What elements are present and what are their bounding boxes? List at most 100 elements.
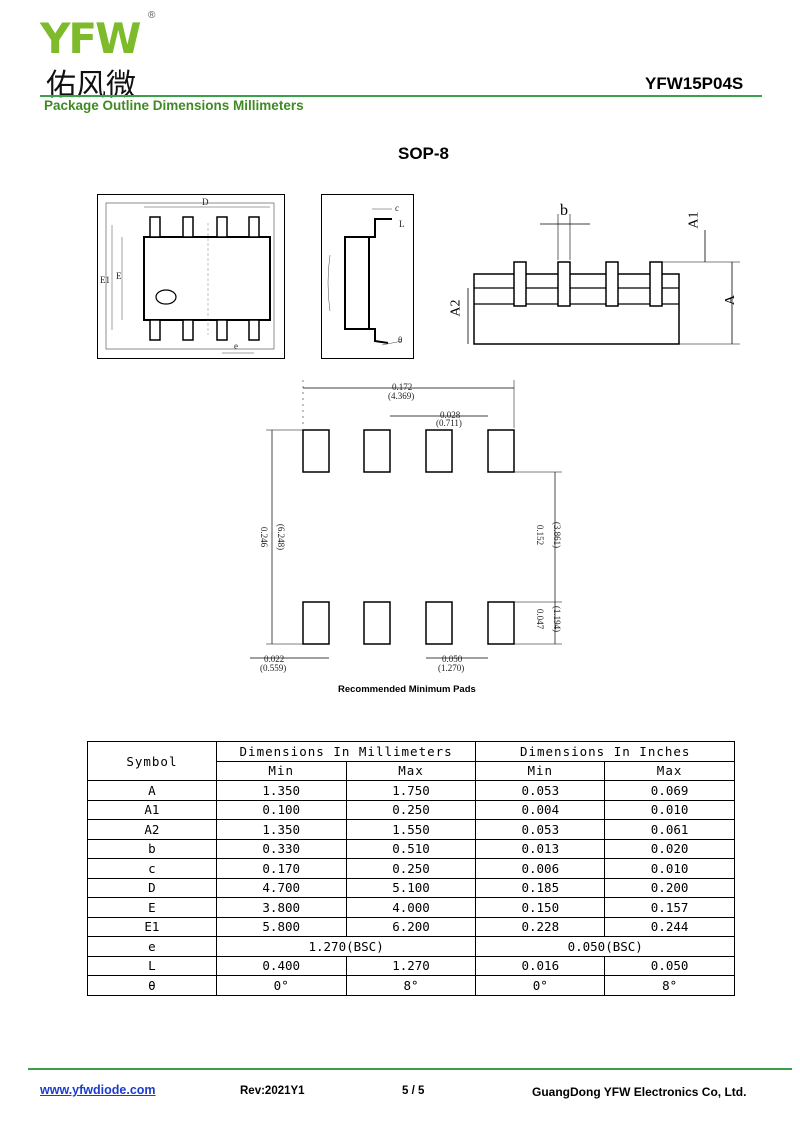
pad-edge-in: 0.022 xyxy=(264,654,285,664)
cell-mm-max: 0.510 xyxy=(345,838,477,859)
in-min-header: Min xyxy=(475,760,606,781)
pad-height-mm: (6.248) xyxy=(276,523,287,551)
dim-label-e: e xyxy=(234,341,238,351)
header-divider xyxy=(40,95,762,97)
cell-in-min: 0.053 xyxy=(475,780,606,801)
logo-text: YFW xyxy=(40,14,141,63)
cell-in-min: 0.150 xyxy=(475,897,606,918)
cell-in-min: 0.006 xyxy=(475,858,606,879)
pads-svg xyxy=(250,380,562,659)
top-view-svg xyxy=(105,202,275,354)
cell-mm-min: 0.170 xyxy=(215,858,347,879)
pad-length-in: 0.047 xyxy=(535,608,546,630)
side-view-svg xyxy=(327,208,403,346)
cell-in-max: 0.157 xyxy=(604,897,735,918)
revision: Rev:2021Y1 xyxy=(240,1085,305,1097)
table-header-row: Symbol Dimensions In Millimeters Dimensi… xyxy=(87,741,735,781)
in-max-header: Max xyxy=(604,760,735,781)
cell-mm-min: 3.800 xyxy=(215,897,347,918)
cell-in-max: 0.010 xyxy=(604,858,735,879)
cell-mm-bsc: 1.270(BSC) xyxy=(215,936,477,957)
top-view-drawing: D E E1 e xyxy=(97,194,285,359)
cell-mm-min: 1.350 xyxy=(215,780,347,801)
footer-divider xyxy=(28,1068,792,1070)
cell-symbol: E1 xyxy=(87,916,217,937)
cell-in-min: 0.004 xyxy=(475,799,606,820)
company-name: GuangDong YFW Electronics Co, Ltd. xyxy=(532,1085,747,1099)
cell-mm-max: 0.250 xyxy=(345,858,477,879)
front-view-drawing: b A1 A2 A xyxy=(449,200,750,350)
cell-in-min: 0.053 xyxy=(475,819,606,840)
cell-symbol: A1 xyxy=(87,799,217,820)
cell-in-min: 0.016 xyxy=(475,955,606,976)
cell-mm-max: 0.250 xyxy=(345,799,477,820)
cell-mm-min: 0.330 xyxy=(215,838,347,859)
logo-chinese-name: 佑风微 xyxy=(46,68,136,103)
cell-in-min: 0.013 xyxy=(475,838,606,859)
cell-in-bsc: 0.050(BSC) xyxy=(475,936,735,957)
cell-symbol: e xyxy=(87,936,217,957)
mm-min-header: Min xyxy=(215,760,347,781)
cell-mm-min: 5.800 xyxy=(215,916,347,937)
cell-mm-max: 1.750 xyxy=(345,780,477,801)
cell-mm-min: 0.100 xyxy=(215,799,347,820)
cell-mm-max: 5.100 xyxy=(345,877,477,898)
cell-symbol: E xyxy=(87,897,217,918)
dimensions-table: Symbol Dimensions In Millimeters Dimensi… xyxy=(87,741,735,996)
cell-symbol: L xyxy=(87,955,217,976)
table-subheader-row: Min Max Min Max xyxy=(88,760,735,781)
dim-label-c: c xyxy=(395,203,399,213)
pad-height-in: 0.246 xyxy=(259,526,270,548)
dim-label-L: L xyxy=(399,219,405,229)
cell-mm-max: 6.200 xyxy=(345,916,477,937)
cell-mm-max: 1.270 xyxy=(345,955,477,976)
pad-length-mm: (1.194) xyxy=(552,605,563,633)
part-number: YFW15P04S xyxy=(645,74,744,93)
cell-mm-max: 1.550 xyxy=(345,819,477,840)
cell-symbol: A2 xyxy=(87,819,217,840)
section-title: Package Outline Dimensions Millimeters xyxy=(44,98,304,113)
front-view-svg xyxy=(467,214,740,345)
cell-symbol: b xyxy=(87,838,217,859)
dim-label-A1: A1 xyxy=(686,211,702,229)
side-view-drawing: c L θ xyxy=(321,194,414,359)
pad-pitch-mm: (1.270) xyxy=(438,663,465,673)
pad-pitch-in: 0.050 xyxy=(442,654,463,664)
pad-width-in: 0.172 xyxy=(392,382,413,392)
dim-label-A: A xyxy=(723,294,739,306)
pads-drawing: 0.172 (4.369) 0.028 (0.711) 0.246 (6.248… xyxy=(250,372,570,695)
dim-label-A2: A2 xyxy=(448,299,464,317)
cell-in-max: 0.200 xyxy=(604,877,735,898)
pad-inner-mm: (3.861) xyxy=(552,521,563,549)
cell-mm-min: 1.350 xyxy=(215,819,347,840)
cell-in-max: 8° xyxy=(604,975,735,996)
website-link[interactable]: www.yfwdiode.com xyxy=(40,1083,156,1097)
pad-edge-mm: (0.559) xyxy=(260,663,287,673)
cell-in-min: 0.185 xyxy=(475,877,606,898)
dim-label-D: D xyxy=(202,197,209,207)
cell-symbol: D xyxy=(87,877,217,898)
cell-in-max: 0.020 xyxy=(604,838,735,859)
pad-inner-in: 0.152 xyxy=(535,524,546,546)
cell-in-max: 0.050 xyxy=(604,955,735,976)
page-number: 5 / 5 xyxy=(402,1085,425,1097)
package-title: SOP-8 xyxy=(398,144,450,163)
cell-symbol: c xyxy=(87,858,217,879)
cell-in-max: 0.069 xyxy=(604,780,735,801)
logo: YFW ® 佑风微 xyxy=(40,10,170,103)
cell-mm-min: 0° xyxy=(215,975,347,996)
cell-mm-min: 0.400 xyxy=(215,955,347,976)
cell-mm-min: 4.700 xyxy=(215,877,347,898)
mm-header: Dimensions In Millimeters xyxy=(215,741,477,762)
symbol-header: Symbol xyxy=(87,741,217,781)
